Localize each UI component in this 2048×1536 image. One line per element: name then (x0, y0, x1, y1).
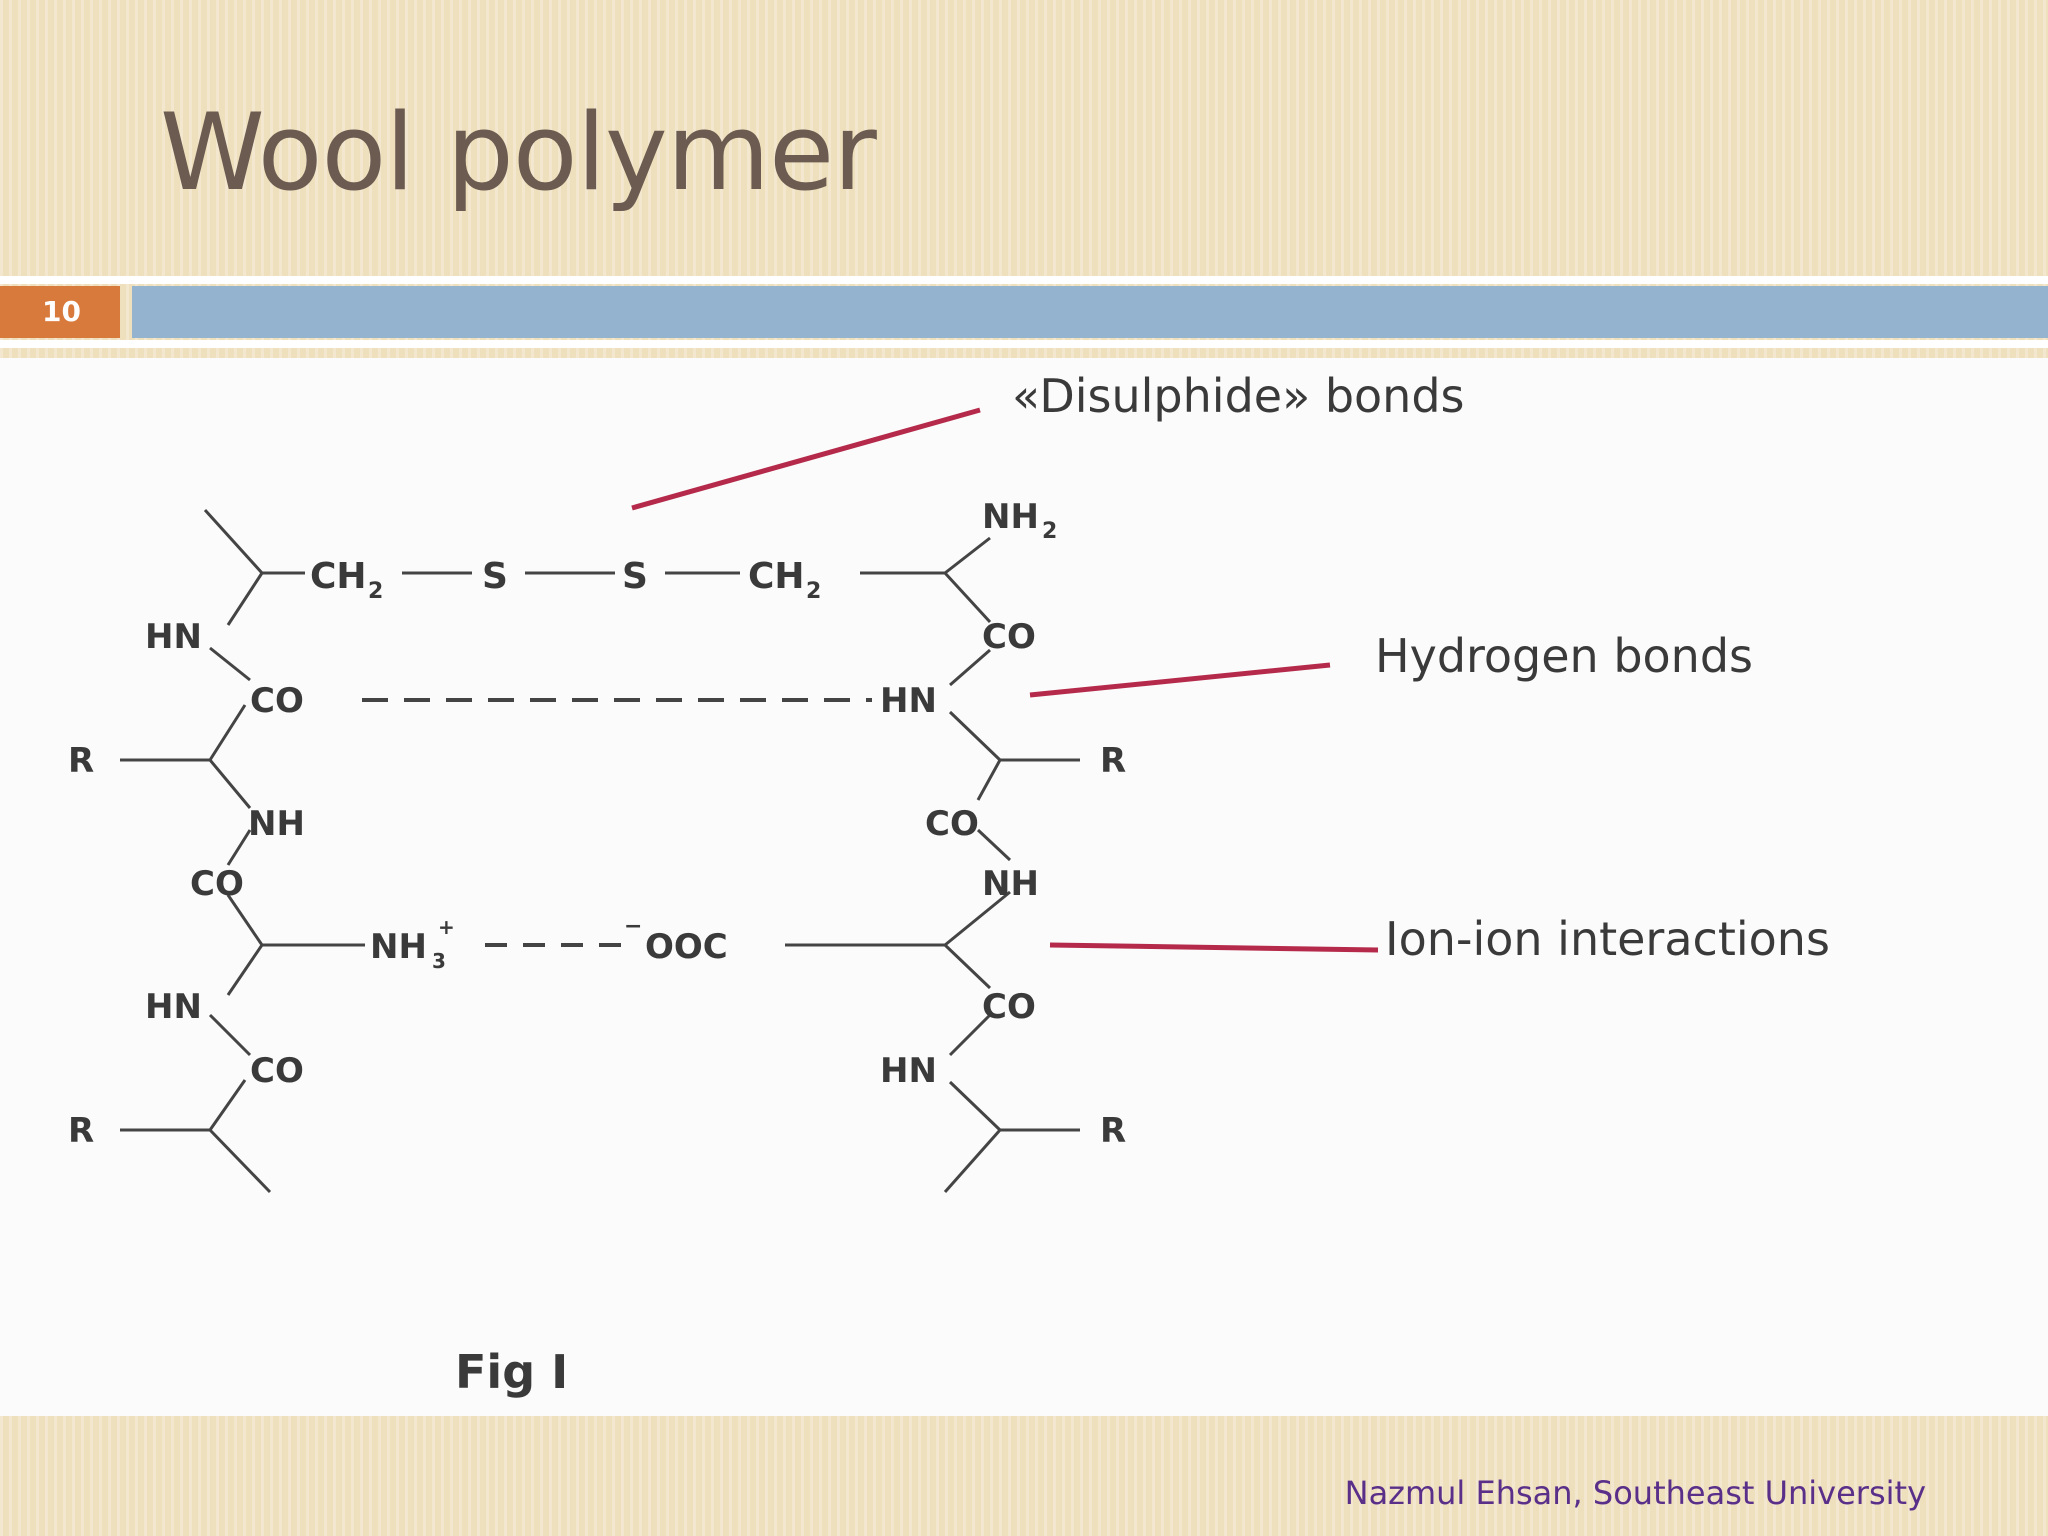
disulphide-leader-line (631, 407, 981, 511)
left-r-label: R (68, 741, 94, 781)
right-co-label: CO (925, 804, 979, 844)
svg-text:2: 2 (1042, 519, 1057, 544)
right-nh2-label: NH (982, 497, 1039, 537)
slide-number-badge: 10 (0, 286, 120, 338)
leader-lines (631, 407, 1379, 953)
divider-strip-bottom (0, 340, 2048, 348)
right-nh-label: NH (982, 864, 1039, 904)
bond-lines (120, 508, 1080, 1194)
ooc-label: OOC (645, 927, 728, 967)
right-hn-label: HN (880, 1051, 937, 1091)
ion-label: Ion-ion interactions (1385, 912, 1830, 966)
left-co-label: CO (250, 681, 304, 721)
right-co-label: CO (982, 617, 1036, 657)
right-hn-label: HN (880, 681, 937, 721)
right-r-label: R (1100, 1111, 1126, 1151)
left-nh-label: NH (248, 804, 305, 844)
svg-text:−: − (624, 914, 642, 939)
divider-strip-top (0, 276, 2048, 284)
left-hn-label: HN (145, 617, 202, 657)
left-hn-label: HN (145, 987, 202, 1027)
left-co-label: CO (190, 864, 244, 904)
nh3-label: NH (370, 927, 427, 967)
disulphide-label: «Disulphide» bonds (1012, 369, 1465, 423)
left-ch2-label: CH (310, 556, 367, 597)
title-accent-bar (132, 286, 2048, 338)
hydrogen-label: Hydrogen bonds (1375, 629, 1753, 683)
slide-title: Wool polymer (160, 91, 877, 214)
svg-text:+: + (438, 915, 455, 939)
footer-credit: Nazmul Ehsan, Southeast University (1344, 1474, 1926, 1512)
wool-polymer-figure: «Disulphide» bonds Hydrogen bonds Ion-io… (0, 358, 2048, 1416)
left-r-label: R (68, 1111, 94, 1151)
figure-caption: Fig I (455, 1345, 568, 1399)
svg-text:2: 2 (368, 579, 383, 604)
svg-text:3: 3 (432, 949, 446, 973)
structure-diagram: «Disulphide» bonds Hydrogen bonds Ion-io… (68, 369, 1830, 1399)
ion-leader-line (1049, 942, 1379, 953)
svg-text:2: 2 (806, 579, 821, 604)
hydrogen-leader-line (1029, 662, 1331, 698)
right-r-label: R (1100, 741, 1126, 781)
left-co-label: CO (250, 1051, 304, 1091)
left-s-label: S (482, 556, 508, 597)
dashed-interactions (362, 698, 872, 947)
right-ch2-label: CH (748, 556, 805, 597)
right-co-label: CO (982, 987, 1036, 1027)
right-s-label: S (622, 556, 648, 597)
